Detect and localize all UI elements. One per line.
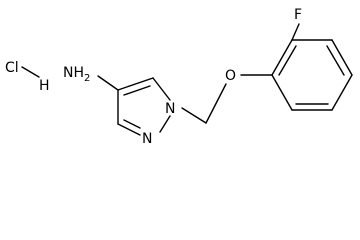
hcl-salt: Cl H — [5, 60, 50, 94]
fluorophenyl-ring: F — [271, 7, 353, 111]
c4-c5-bond — [117, 77, 154, 91]
ch2-o-bond — [205, 83, 227, 124]
amine-c4-bond — [97, 75, 119, 91]
c3-n2-double-bond — [123, 119, 141, 129]
amine-group: NH2 — [63, 65, 119, 91]
c5-n1-bond — [152, 77, 171, 101]
methoxy-linker: O — [181, 68, 273, 124]
chemical-structure: Cl H NH2 N N O — [5, 7, 353, 147]
amine-subscript: 2 — [84, 73, 90, 84]
c-f-bond — [291, 23, 300, 41]
chlorine-atom: Cl — [5, 60, 19, 76]
pyrazole-ring: N N — [117, 77, 175, 147]
ether-oxygen: O — [225, 68, 236, 84]
fluorine-atom: F — [294, 7, 302, 23]
c4-c5-double-bond — [123, 85, 151, 96]
benzene-bond-6 — [271, 74, 293, 111]
ring-nitrogen-2: N — [142, 131, 152, 147]
benzene-double-bond-b — [326, 45, 345, 76]
benzene-double-bond-a — [278, 45, 297, 76]
benzene-bond-1 — [271, 39, 293, 76]
c3-n2-bond — [117, 123, 141, 136]
amine-nh-text: NH — [63, 65, 84, 81]
n1-ch2-bond — [181, 107, 207, 124]
benzene-bond-3 — [331, 39, 353, 76]
benzene-bond-4 — [331, 74, 353, 111]
h-cl-bond — [21, 66, 40, 78]
hydrogen-atom: H — [39, 78, 50, 94]
ring-nitrogen-1: N — [165, 101, 175, 117]
amine-nh: NH2 — [63, 65, 90, 84]
n2-n1-bond — [159, 115, 171, 133]
